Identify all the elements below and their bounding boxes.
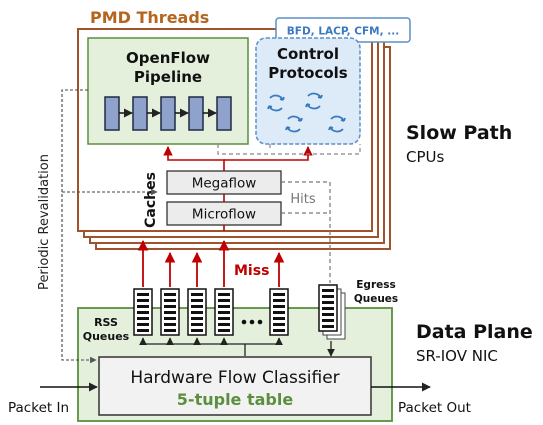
rss-queues <box>133 288 289 336</box>
ellipsis-dot <box>249 319 255 325</box>
cycle-icons <box>267 92 346 133</box>
data-plane-title: Data Plane <box>416 321 533 343</box>
control-title-line2: Protocols <box>268 64 348 82</box>
rss-queue <box>133 288 153 336</box>
classifier-to-queues <box>139 337 283 356</box>
rss-queue <box>187 288 207 336</box>
hits-label-bg <box>287 190 319 206</box>
rss-label-line2: Queues <box>83 330 130 343</box>
rss-queue <box>214 288 234 336</box>
ellipsis-dot <box>257 319 263 325</box>
pipeline-table <box>216 96 232 131</box>
megaflow-label: Megaflow <box>192 176 257 192</box>
pipeline-table <box>132 96 148 131</box>
pipeline-table <box>188 96 204 131</box>
cycle-icon <box>267 94 285 112</box>
slow-path-title: Slow Path <box>406 122 512 144</box>
pipeline-tables <box>104 96 232 131</box>
classifier-title: Hardware Flow Classifier <box>130 368 339 388</box>
cycle-icon <box>328 115 346 133</box>
rss-label-line1: RSS <box>94 316 118 329</box>
openflow-title-line2: Pipeline <box>134 68 202 86</box>
rss-queue <box>269 288 289 336</box>
cycle-icon <box>285 115 303 133</box>
hits-label: Hits <box>290 192 315 207</box>
packet-out-label: Packet Out <box>398 400 471 416</box>
miss-arrows <box>137 239 285 287</box>
revalidation-path <box>61 89 158 364</box>
cycle-icon <box>305 92 323 110</box>
control-title-line1: Control <box>277 45 339 63</box>
upcall-red-paths <box>163 146 313 231</box>
classifier-box <box>98 356 372 416</box>
slow-path-subtitle: CPUs <box>406 148 444 166</box>
egress-queue <box>318 284 346 340</box>
packet-in-label: Packet In <box>8 400 69 416</box>
pmd-threads-title: PMD Threads <box>90 8 209 27</box>
egress-label-line2: Queues <box>354 293 398 305</box>
rss-queue <box>160 288 180 336</box>
ellipsis-dot <box>241 319 247 325</box>
hits-path <box>281 181 331 283</box>
caches-label: Caches <box>143 172 159 228</box>
data-plane-subtitle: SR-IOV NIC <box>416 347 498 365</box>
microflow-label: Microflow <box>192 207 256 223</box>
pipeline-table <box>160 96 176 131</box>
openflow-title-line1: OpenFlow <box>126 49 210 67</box>
miss-label: Miss <box>234 263 269 279</box>
classifier-table-label: 5-tuple table <box>177 390 294 409</box>
revalidation-label: Periodic Revalidation <box>37 154 52 290</box>
protocols-badge-label: BFD, LACP, CFM, ... <box>287 26 399 38</box>
pipeline-table <box>104 96 120 131</box>
control-gray-paths <box>217 144 361 155</box>
egress-label-line1: Egress <box>356 279 396 291</box>
